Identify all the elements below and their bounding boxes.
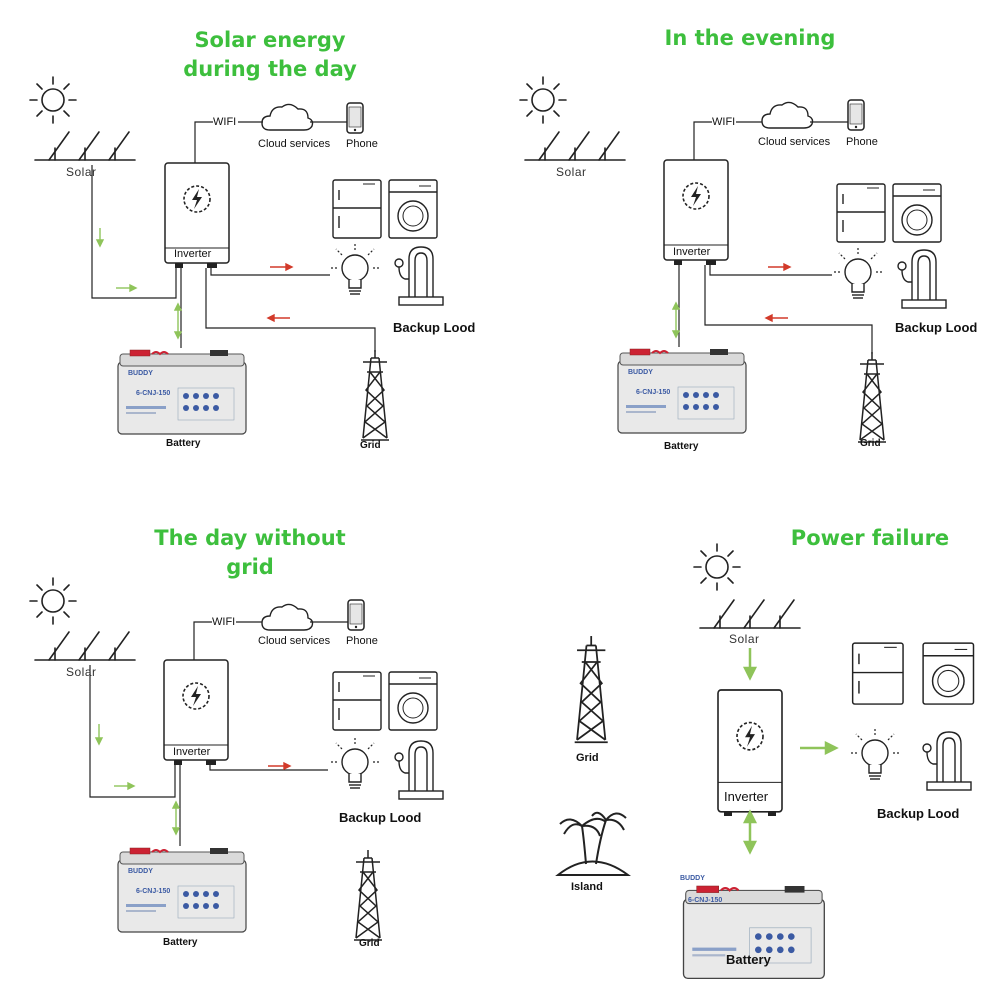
- cloud-icon: [761, 101, 814, 129]
- backup-load-label: Backup Lood: [339, 810, 422, 825]
- grid-label: Grid: [576, 752, 599, 764]
- grid-label: Grid: [359, 938, 380, 949]
- hair-dryer-icon: [394, 740, 444, 800]
- washer-icon: [388, 179, 438, 239]
- grid-tower-icon: [360, 349, 390, 441]
- island-label: Island: [571, 881, 603, 893]
- washer-icon: [892, 183, 942, 243]
- panel-power-failure: Power failure Grid Island Solar Inverter…: [500, 500, 1000, 1000]
- battery-model: 6-CNJ-150: [636, 389, 671, 396]
- cloud-label: Cloud services: [758, 136, 831, 148]
- diagram-power-failure: [555, 543, 975, 980]
- flow-arrows: [95, 228, 294, 340]
- panel-evening: In the evening Solar WIFI Cloud services…: [500, 0, 1000, 500]
- wires: [91, 121, 376, 352]
- bulb-icon: [831, 245, 885, 299]
- panel-title: The day without grid: [154, 526, 346, 579]
- panel-no-grid: The day without grid Solar WIFI Cloud se…: [0, 500, 500, 1000]
- wires: [678, 121, 873, 354]
- solar-label: Solar: [556, 165, 587, 179]
- inverter-label: Inverter: [673, 246, 711, 258]
- battery-brand: BUDDY: [628, 369, 653, 376]
- phone-label: Phone: [846, 136, 878, 148]
- diagram-evening: [519, 76, 947, 443]
- phone-icon: [847, 99, 865, 131]
- flow-arrows: [671, 262, 792, 339]
- panel-day: Solar energy during the day Solar WIFI C…: [0, 0, 500, 500]
- flow-arrows: [94, 724, 292, 836]
- hair-dryer-icon: [897, 249, 947, 309]
- battery-model: 6-CNJ-150: [136, 888, 171, 895]
- cloud-label: Cloud services: [258, 635, 331, 647]
- cloud-icon: [261, 603, 314, 631]
- inverter-label: Inverter: [173, 746, 211, 758]
- cloud-label: Cloud services: [258, 138, 331, 150]
- sun-icon: [29, 76, 77, 124]
- bulb-icon: [328, 241, 382, 295]
- washer-icon: [388, 671, 438, 731]
- battery-label: Battery: [166, 438, 201, 449]
- solar-panel-icon: [524, 131, 626, 161]
- solar-panel-icon: [699, 599, 801, 629]
- sun-icon: [29, 577, 77, 625]
- wifi-label: WIFI: [712, 116, 736, 128]
- solar-label: Solar: [66, 165, 97, 179]
- phone-icon: [347, 599, 365, 631]
- battery-label: Battery: [726, 952, 771, 967]
- island-icon: [555, 811, 632, 876]
- phone-label: Phone: [346, 138, 378, 150]
- title-line-2: during the day: [183, 57, 357, 81]
- battery-brand: BUDDY: [128, 868, 153, 875]
- sun-icon: [693, 543, 741, 591]
- phone-label: Phone: [346, 635, 378, 647]
- grid-label: Grid: [860, 438, 881, 449]
- wires: [89, 621, 348, 846]
- backup-load-label: Backup Lood: [393, 320, 476, 335]
- grid-tower-icon: [353, 849, 383, 941]
- grid-label: Grid: [360, 440, 381, 451]
- diagram-day: [29, 76, 444, 441]
- cloud-icon: [261, 103, 314, 131]
- backup-load-label: Backup Lood: [895, 320, 978, 335]
- sun-icon: [519, 76, 567, 124]
- fridge-icon: [332, 179, 382, 239]
- solar-panel-icon: [34, 631, 136, 661]
- battery-label: Battery: [664, 441, 699, 452]
- hair-dryer-icon: [394, 246, 444, 306]
- grid-tower-icon: [857, 351, 887, 443]
- solar-label: Solar: [729, 632, 760, 646]
- solar-panel-icon: [34, 131, 136, 161]
- hair-dryer-icon: [922, 731, 972, 791]
- diagram-no-grid: [29, 577, 444, 941]
- backup-load-label: Backup Lood: [877, 806, 960, 821]
- fridge-icon: [851, 642, 904, 705]
- washer-icon: [922, 642, 975, 705]
- battery-brand: BUDDY: [128, 370, 153, 377]
- battery-label: Battery: [163, 937, 198, 948]
- flow-arrows: [742, 648, 839, 855]
- wifi-label: WIFI: [212, 616, 236, 628]
- wifi-label: WIFI: [213, 116, 237, 128]
- fridge-icon: [836, 183, 886, 243]
- solar-label: Solar: [66, 665, 97, 679]
- battery-model: 6-CNJ-150: [136, 390, 171, 397]
- panel-title: Solar energy during the day: [150, 26, 390, 84]
- panel-title: In the evening: [664, 26, 836, 50]
- title-line-1: Solar energy: [194, 28, 346, 52]
- battery-brand: BUDDY: [680, 875, 705, 882]
- battery-model: 6-CNJ-150: [688, 897, 723, 904]
- panel-title: Power failure: [790, 526, 950, 550]
- inverter-label: Inverter: [724, 789, 769, 804]
- fridge-icon: [332, 671, 382, 731]
- inverter-label: Inverter: [174, 248, 212, 260]
- bulb-icon: [328, 735, 382, 789]
- grid-tower-icon: [573, 635, 609, 744]
- bulb-icon: [848, 726, 902, 780]
- phone-icon: [346, 102, 364, 134]
